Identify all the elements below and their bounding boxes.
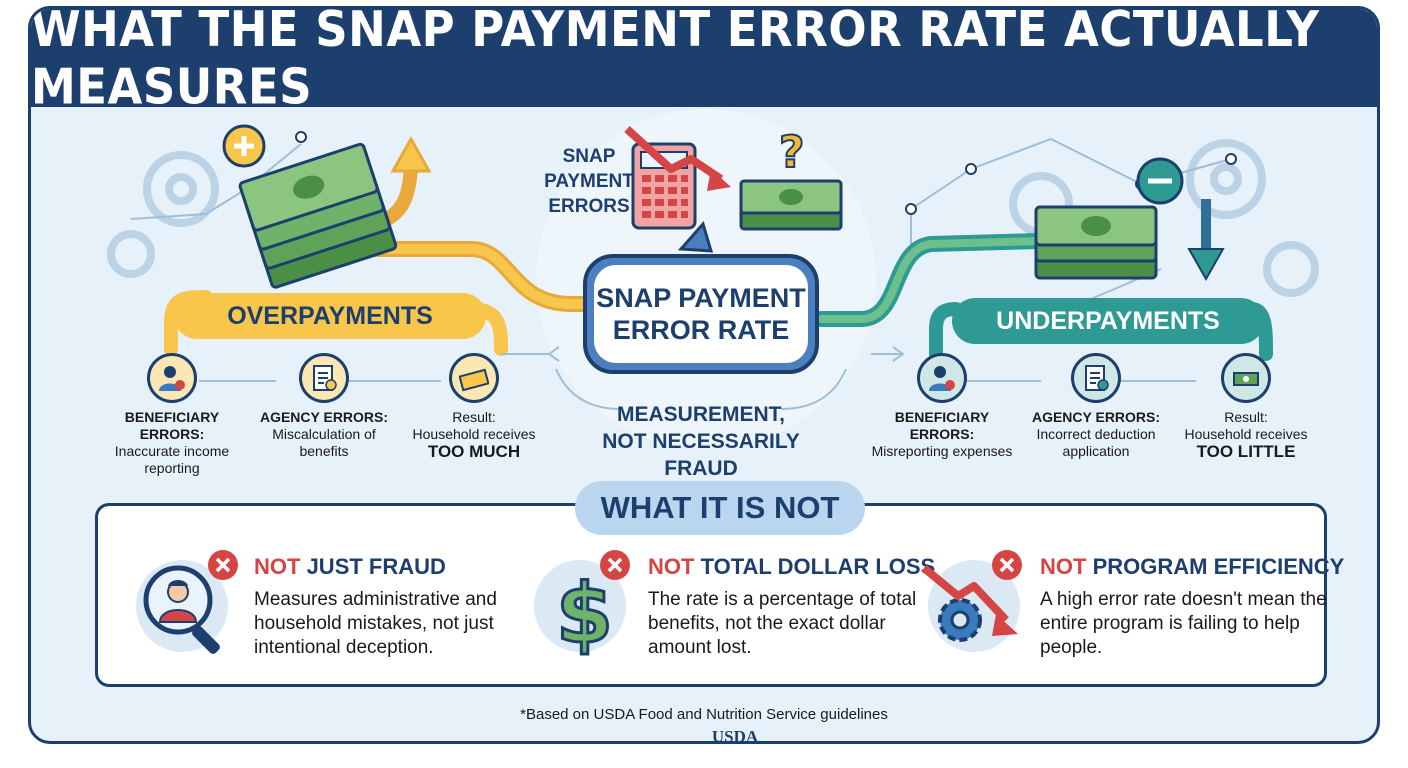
caption-text: Household receives xyxy=(412,426,536,442)
usda-logo: USDA xyxy=(711,727,759,744)
not-title: TOTAL DOLLAR LOSS xyxy=(694,554,936,579)
snap-errors-line: SNAP xyxy=(562,146,616,167)
underpayments-label: UNDERPAYMENTS xyxy=(952,298,1264,344)
caption-heading: AGENCY ERRORS: xyxy=(259,409,389,425)
error-rate-line: ERROR RATE xyxy=(612,315,790,345)
document-icon xyxy=(1071,353,1121,403)
infographic-frame: WHAT THE SNAP PAYMENT ERROR RATE ACTUALL… xyxy=(28,6,1380,744)
over-agency-errors: AGENCY ERRORS: Miscalculation of benefit… xyxy=(249,409,399,460)
money-stack-icon xyxy=(238,142,398,289)
caption-heading: BENEFICIARY ERRORS: xyxy=(124,409,220,442)
not-word: NOT xyxy=(648,554,695,579)
measurement-note: MEASUREMENT, NOT NECESSARILY FRAUD xyxy=(571,401,831,482)
plus-icon xyxy=(222,124,266,168)
measurement-line: NOT NECESSARILY FRAUD xyxy=(602,430,800,480)
caption-text: Miscalculation of benefits xyxy=(272,426,376,459)
caption-text: Inaccurate income reporting xyxy=(114,443,230,476)
person-icon xyxy=(147,353,197,403)
title-bar: WHAT THE SNAP PAYMENT ERROR RATE ACTUALL… xyxy=(31,9,1377,115)
money-icon xyxy=(1221,353,1271,403)
over-beneficiary-errors: BENEFICIARY ERRORS: Inaccurate income re… xyxy=(97,409,247,477)
caption-heading: AGENCY ERRORS: xyxy=(1031,409,1161,425)
close-icon xyxy=(208,550,238,580)
caption-text: Household receives xyxy=(1184,426,1308,442)
not-item-heading: NOT PROGRAM EFFICIENCY xyxy=(1040,554,1344,580)
close-icon xyxy=(992,550,1022,580)
not-item-fraud: NOT JUST FRAUD Measures administrative a… xyxy=(254,554,554,660)
person-icon xyxy=(917,353,967,403)
under-result: Result: Household receives TOO LITTLE xyxy=(1171,409,1321,460)
under-agency-errors: AGENCY ERRORS: Incorrect deduction appli… xyxy=(1021,409,1171,460)
caption-heading: BENEFICIARY ERRORS: xyxy=(894,409,990,442)
caption-heading: Result: xyxy=(452,409,496,425)
magnifier-person-icon xyxy=(136,560,228,654)
caption-text: Misreporting expenses xyxy=(871,443,1013,459)
down-trend-arrow-icon xyxy=(624,126,731,191)
caption-emphasis: TOO MUCH xyxy=(427,442,521,461)
what-it-is-not-heading: WHAT IT IS NOT xyxy=(575,481,865,535)
question-mark-icon: ? xyxy=(778,126,806,179)
error-rate-line: SNAP PAYMENT xyxy=(596,283,806,313)
not-title: JUST FRAUD xyxy=(300,554,446,579)
not-title: PROGRAM EFFICIENCY xyxy=(1086,554,1345,579)
snap-payment-errors-label: SNAP PAYMENT ERRORS xyxy=(539,144,639,219)
svg-text:$: $ xyxy=(556,567,613,656)
footnote: *Based on USDA Food and Nutrition Servic… xyxy=(520,706,888,723)
snap-errors-line: PAYMENT xyxy=(544,171,634,192)
money-icon xyxy=(449,353,499,403)
close-icon xyxy=(600,550,630,580)
not-item-heading: NOT JUST FRAUD xyxy=(254,554,554,580)
not-word: NOT xyxy=(254,554,301,579)
not-item-description: The rate is a percentage of total benefi… xyxy=(648,589,917,658)
not-item-description: Measures administrative and household mi… xyxy=(254,589,497,658)
snap-errors-line: ERRORS xyxy=(548,196,630,217)
calculator-icon xyxy=(631,142,697,230)
caption-text: Incorrect deduction application xyxy=(1036,426,1156,459)
minus-icon xyxy=(1136,157,1184,205)
not-item-heading: NOT TOTAL DOLLAR LOSS xyxy=(648,554,948,580)
overpayments-label: OVERPAYMENTS xyxy=(174,293,486,339)
under-beneficiary-errors: BENEFICIARY ERRORS: Misreporting expense… xyxy=(867,409,1017,460)
over-result: Result: Household receives TOO MUCH xyxy=(399,409,549,460)
not-word: NOT xyxy=(1040,554,1087,579)
not-item-dollar-loss: NOT TOTAL DOLLAR LOSS The rate is a perc… xyxy=(648,554,948,660)
caption-emphasis: TOO LITTLE xyxy=(1196,442,1296,461)
dollar-sign-icon: $ xyxy=(534,560,626,656)
error-rate-box: SNAP PAYMENT ERROR RATE xyxy=(583,254,819,374)
money-stack-icon xyxy=(739,179,843,231)
not-item-efficiency: NOT PROGRAM EFFICIENCY A high error rate… xyxy=(1040,554,1344,660)
gear-down-arrow-icon xyxy=(921,560,1020,652)
document-icon xyxy=(299,353,349,403)
svg-text:?: ? xyxy=(779,127,805,178)
not-item-description: A high error rate doesn't mean the entir… xyxy=(1040,589,1327,658)
money-stack-icon xyxy=(1034,205,1158,280)
page-title: WHAT THE SNAP PAYMENT ERROR RATE ACTUALL… xyxy=(31,6,1320,116)
caption-heading: Result: xyxy=(1224,409,1268,425)
measurement-line: MEASUREMENT, xyxy=(616,403,785,426)
